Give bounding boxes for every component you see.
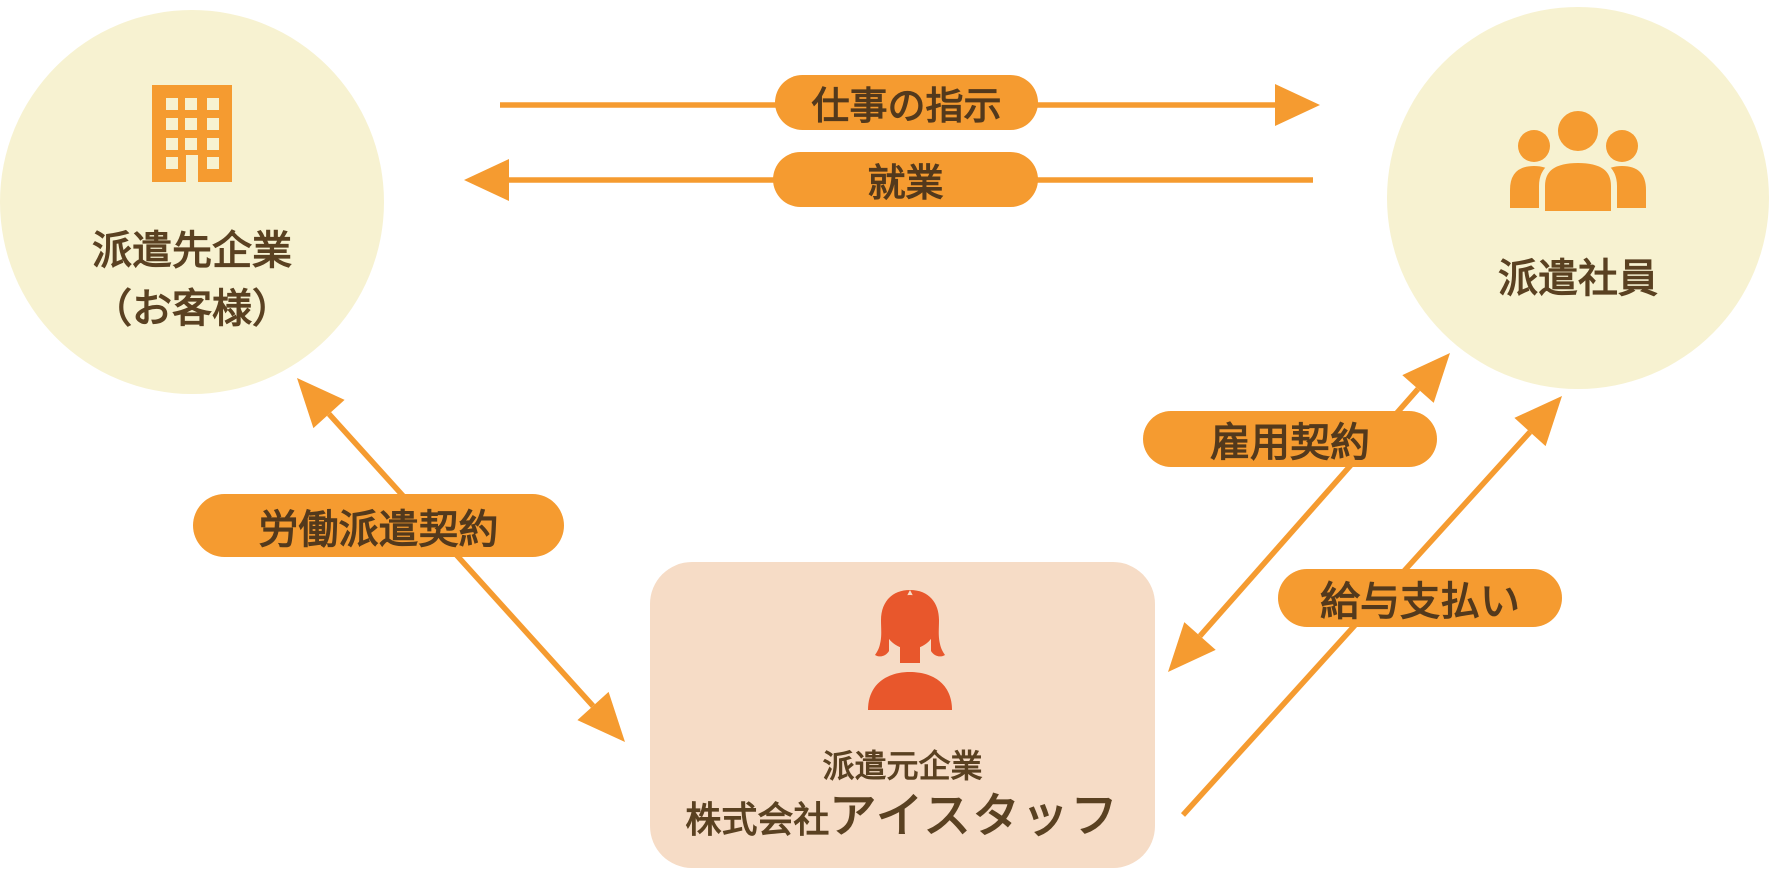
edge-label-dispatch-contract: 労働派遣契約 xyxy=(193,494,564,557)
node-dispatched-staff: 派遣社員 xyxy=(1387,7,1769,389)
agency-company-label: 株式会社アイスタッフ xyxy=(650,786,1155,852)
edge-label-working: 就業 xyxy=(773,152,1038,207)
client-company-label: 派遣先企業 （お客様） xyxy=(0,222,384,338)
dispatched-staff-label: 派遣社員 xyxy=(1498,256,1658,302)
people-icon xyxy=(1510,105,1646,214)
edge-label-employment-contract: 雇用契約 xyxy=(1143,411,1437,467)
agency-company-prefix: 株式会社 xyxy=(685,800,830,841)
client-company-label-line1: 派遣先企業 xyxy=(92,228,292,274)
building-icon xyxy=(152,85,232,182)
edge-label-salary-payment: 給与支払い xyxy=(1278,569,1562,627)
edge-label-work-instruction: 仕事の指示 xyxy=(775,75,1038,130)
agency-role-label: 派遣元企業 xyxy=(822,747,983,785)
agency-company-name: アイスタッフ xyxy=(829,789,1120,844)
node-client-company: 派遣先企業 （お客様） xyxy=(0,10,384,394)
person-icon xyxy=(868,590,952,710)
client-company-label-line2: （お客様） xyxy=(92,286,292,332)
arrow-dispatch-contract xyxy=(297,378,625,742)
node-agency-company: 派遣元企業 株式会社アイスタッフ xyxy=(650,562,1155,868)
